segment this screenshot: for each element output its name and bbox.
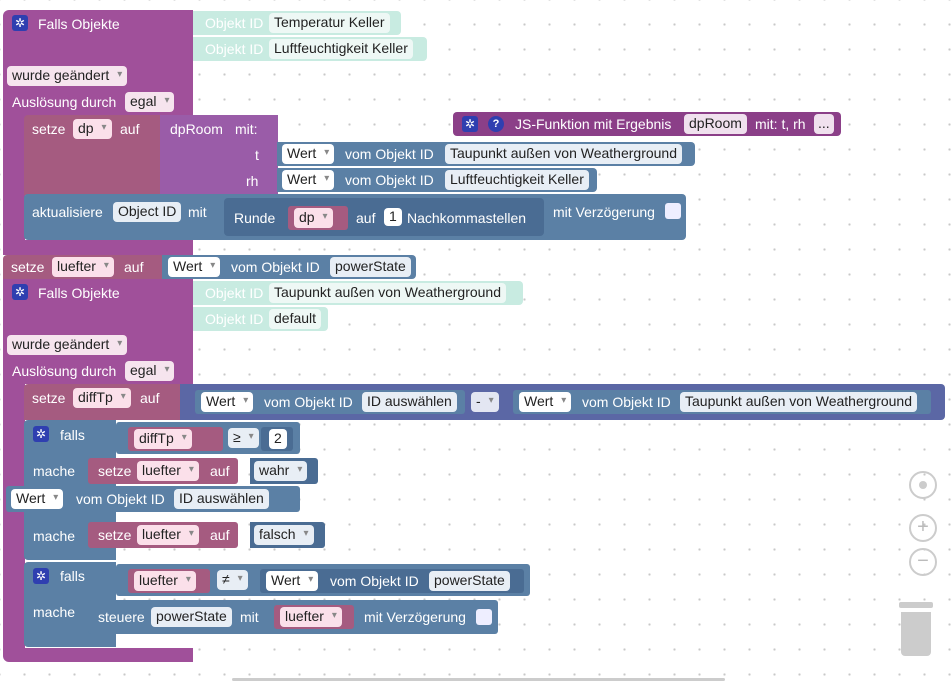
trigger-dropdown-2[interactable]: egal xyxy=(125,361,175,381)
horizontal-scrollbar[interactable] xyxy=(232,678,725,681)
set-difftp-block[interactable]: setze diffTp auf xyxy=(24,384,184,420)
control-delay-checkbox[interactable] xyxy=(476,609,492,625)
delay-checkbox[interactable] xyxy=(665,203,681,219)
zoom-out-icon[interactable]: − xyxy=(909,548,937,576)
object2-value-1[interactable]: Taupunkt außen von Weatherground xyxy=(269,283,507,303)
set-luefter-var[interactable]: luefter xyxy=(52,257,114,277)
round-block[interactable]: Runde dp auf 1 Nachkommastellen xyxy=(224,198,544,236)
trigger2-spine xyxy=(3,380,25,655)
object-input-2[interactable]: Objekt ID Luftfeuchtigkeit Keller xyxy=(193,37,427,61)
control-var-block: luefter xyxy=(274,605,354,629)
control-block[interactable]: steuere powerState mit luefter mit Verzö… xyxy=(88,600,498,634)
changed-dropdown[interactable]: wurde geändert xyxy=(7,66,128,86)
update-object[interactable]: Object ID xyxy=(113,202,182,222)
js-function-name[interactable]: dpRoom xyxy=(684,114,747,134)
trigger-footer xyxy=(3,240,193,255)
object2-input-1[interactable]: Objekt ID Taupunkt außen von Weathergrou… xyxy=(193,281,523,305)
trigger-header-label: Falls Objekte xyxy=(38,16,120,32)
trigger-header-bg xyxy=(3,10,193,70)
minus-math-block[interactable]: Wert vom Objekt ID ID auswählen - Wert v… xyxy=(180,384,945,420)
object-input-1[interactable]: Objekt ID Temperatur Keller xyxy=(193,11,401,35)
compare-block[interactable]: diffTp ≥ 2 xyxy=(116,422,300,454)
trash-lid xyxy=(899,602,933,608)
neq-compare-block[interactable]: luefter ≠ Wert vom Objekt ID powerState xyxy=(116,564,530,596)
zoom-in-icon[interactable]: + xyxy=(909,514,937,542)
set-difftp-var[interactable]: diffTp xyxy=(73,388,131,408)
more-button[interactable]: ... xyxy=(814,114,834,134)
object-value-2[interactable]: Luftfeuchtigkeit Keller xyxy=(269,39,413,59)
changed-dropdown-2[interactable]: wurde geändert xyxy=(7,335,128,355)
floating-value-block[interactable]: Wert vom Objekt ID ID auswählen xyxy=(6,486,300,512)
set-luefter-false[interactable]: setze luefter auf xyxy=(88,522,238,548)
js-function-block[interactable]: ✲ ? JS-Funktion mit Ergebnis dpRoom mit:… xyxy=(453,112,841,136)
trash-bin xyxy=(901,612,931,656)
neq-var-block: luefter xyxy=(128,569,210,593)
minus-operator[interactable]: - xyxy=(471,392,499,412)
false-value-block[interactable]: falsch xyxy=(250,522,325,548)
neq-operator[interactable]: ≠ xyxy=(217,570,248,590)
set-dp-block[interactable]: setze dp auf xyxy=(24,115,162,195)
func-call-block[interactable]: dpRoom mit: t rh xyxy=(160,115,278,195)
object2-value-2[interactable]: default xyxy=(269,309,322,329)
trigger-label-2: Auslösung durch xyxy=(12,363,117,379)
trigger-spine xyxy=(3,110,25,255)
true-value-block[interactable]: wahr xyxy=(250,458,318,484)
value-power-block[interactable]: Wert vom Objekt ID powerState xyxy=(162,255,416,279)
value-rh-block[interactable]: Wert vom Objekt ID Luftfeuchtigkeit Kell… xyxy=(277,168,597,192)
compare-num-block: 2 xyxy=(261,427,293,451)
gear-icon[interactable]: ✲ xyxy=(12,284,28,300)
gear-icon[interactable]: ✲ xyxy=(33,426,49,442)
power-state-object[interactable]: powerState xyxy=(330,257,411,277)
set-dp-var[interactable]: dp xyxy=(73,119,112,139)
object-value-1[interactable]: Temperatur Keller xyxy=(269,13,390,33)
compare-var-block: diffTp xyxy=(128,427,223,451)
set-luefter-true[interactable]: setze luefter auf xyxy=(88,458,238,484)
gear-icon[interactable]: ✲ xyxy=(33,568,49,584)
round-var-block: dp xyxy=(288,206,348,230)
update-block[interactable]: aktualisiere Object ID mit Runde dp auf … xyxy=(24,194,686,240)
recenter-icon[interactable] xyxy=(909,471,937,499)
trigger-label: Auslösung durch xyxy=(12,94,117,110)
trigger-dropdown[interactable]: egal xyxy=(125,92,175,112)
object-rh[interactable]: Luftfeuchtigkeit Keller xyxy=(445,170,589,190)
value-b-block[interactable]: Wert vom Objekt ID Taupunkt außen von We… xyxy=(513,390,931,414)
trigger2-footer xyxy=(3,648,193,662)
gear-icon[interactable]: ✲ xyxy=(12,15,28,31)
gear-icon[interactable]: ✲ xyxy=(462,116,478,132)
trash-icon[interactable] xyxy=(897,602,935,658)
set-luefter-block[interactable]: setze luefter auf xyxy=(3,255,163,279)
object2-input-2[interactable]: Objekt ID default xyxy=(193,307,328,331)
trigger2-header-label: Falls Objekte xyxy=(38,285,120,301)
value-t-block[interactable]: Wert vom Objekt ID Taupunkt außen von We… xyxy=(277,142,695,166)
object-t[interactable]: Taupunkt außen von Weatherground xyxy=(445,144,683,164)
compare-operator[interactable]: ≥ xyxy=(228,428,259,448)
value-a-block[interactable]: Wert vom Objekt ID ID auswählen xyxy=(195,390,465,414)
help-icon[interactable]: ? xyxy=(488,116,504,132)
neq-value-block[interactable]: Wert vom Objekt ID powerState xyxy=(260,569,524,593)
